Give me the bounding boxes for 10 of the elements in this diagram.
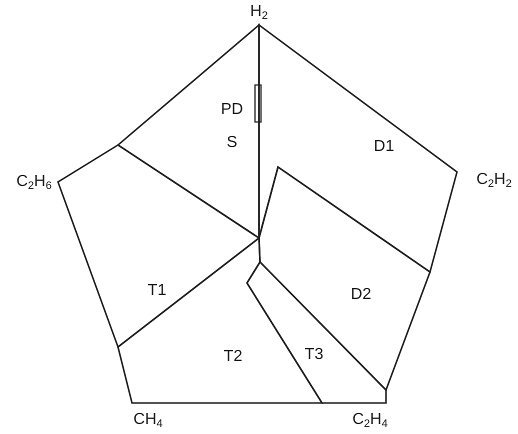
- vertex-label: C$_{2}$H$_{2}$: [476, 172, 512, 188]
- region-label: T2: [224, 349, 242, 365]
- region-label: S: [226, 135, 238, 151]
- vertex-label: H$_{2}$: [250, 4, 268, 20]
- vertex-label: C$_{2}$H$_{4}$: [352, 412, 388, 428]
- region-label: D2: [350, 287, 372, 303]
- region-label: T1: [148, 283, 166, 299]
- region-label: T3: [304, 347, 324, 363]
- region-label: PD: [220, 102, 244, 118]
- region-label: D1: [374, 139, 394, 155]
